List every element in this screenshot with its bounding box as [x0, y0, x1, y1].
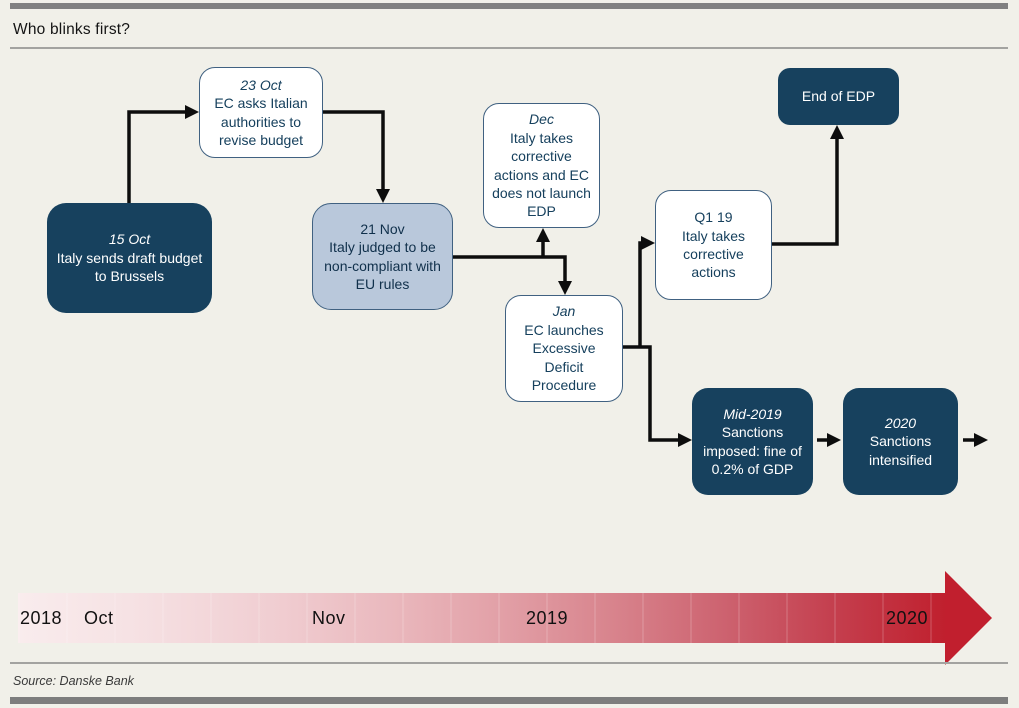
timeline-label-2020: 2020 — [886, 608, 929, 628]
timeline-gradient-bar — [18, 593, 945, 643]
node-dec: Dec Italy takes corrective actions and E… — [483, 103, 600, 228]
arrow-q119-to-endedp — [772, 125, 844, 246]
timeline-arrowhead-icon — [945, 571, 992, 665]
arrow-21nov-to-jan — [453, 255, 572, 295]
node-date: Jan — [552, 303, 576, 320]
node-date: 15 Oct — [108, 231, 151, 248]
timeline-label-2019: 2019 — [526, 608, 569, 628]
node-date: 23 Oct — [240, 76, 282, 93]
node-text: Italy judged to be non-compliant with EU… — [324, 239, 441, 292]
arrow-15oct-to-23oct — [127, 105, 199, 203]
title-rule — [10, 47, 1008, 49]
node-text: Italy takes corrective actions and EC do… — [492, 129, 591, 220]
node-jan: Jan EC launches Excessive Deficit Proced… — [505, 295, 623, 402]
node-text: EC asks Italian authorities to revise bu… — [214, 95, 308, 148]
node-text: Italy takes corrective actions — [681, 227, 746, 281]
bottom-divider-bar — [10, 697, 1008, 704]
node-text: Sanctions intensified — [868, 433, 933, 468]
node-end-of-edp: End of EDP — [778, 68, 899, 125]
arrow-jan-to-mid2019 — [623, 345, 692, 447]
node-2020: 2020 Sanctions intensified — [843, 388, 958, 495]
page-title: Who blinks first? — [13, 21, 131, 38]
timeline-label-nov: Nov — [312, 608, 346, 628]
node-15-oct: 15 Oct Italy sends draft budget to Bruss… — [47, 203, 212, 313]
node-text: End of EDP — [801, 88, 876, 105]
node-q1-19: Q1 19 Italy takes corrective actions — [655, 190, 772, 300]
node-23-oct: 23 Oct EC asks Italian authorities to re… — [199, 67, 323, 158]
arrow-jan-to-q119 — [638, 236, 655, 347]
top-divider-bar — [10, 3, 1008, 9]
node-mid-2019: Mid-2019 Sanctions imposed: fine of 0.2%… — [692, 388, 813, 495]
footer-rule — [10, 662, 1008, 664]
node-text: Sanctions imposed: fine of 0.2% of GDP — [703, 424, 802, 477]
node-date: Dec — [529, 111, 554, 128]
node-date: 21 Nov — [360, 220, 405, 237]
node-date: Mid-2019 — [723, 405, 782, 422]
timeline-label-2018: 2018 — [20, 608, 63, 628]
node-date: Q1 19 — [694, 209, 733, 226]
source-note: Source: Danske Bank — [13, 674, 134, 688]
timeline-label-oct: Oct — [84, 608, 114, 628]
arrow-23oct-to-21nov — [323, 110, 390, 203]
node-date: 2020 — [884, 414, 917, 431]
node-text: Italy sends draft budget to Brussels — [56, 249, 203, 285]
node-21-nov: 21 Nov Italy judged to be non-compliant … — [312, 203, 453, 310]
node-text: EC launches Excessive Deficit Procedure — [524, 321, 604, 394]
